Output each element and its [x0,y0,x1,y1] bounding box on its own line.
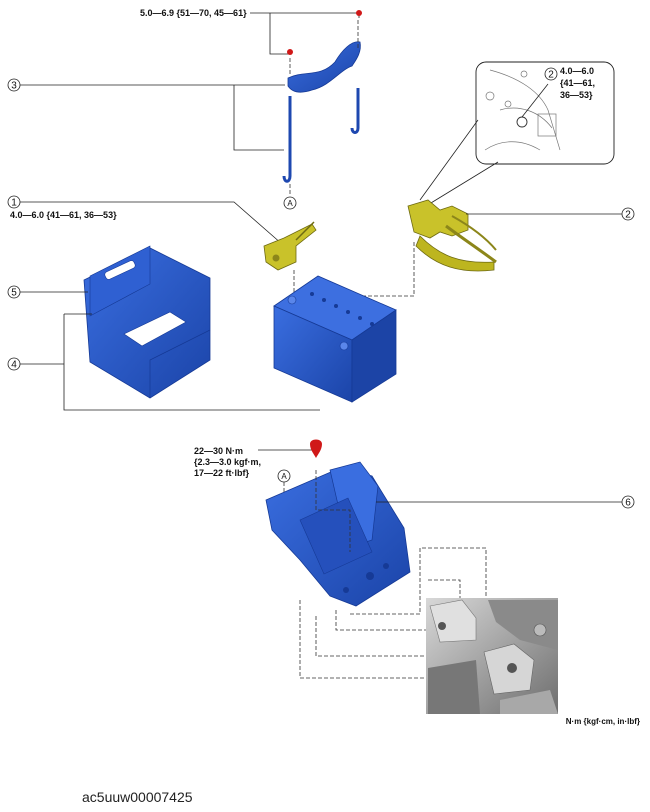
negative-torque-line2: {41—61, [560,78,595,88]
negative-torque-line3: 36—53} [560,90,593,100]
reference-a-upper-circle [283,196,297,210]
torque-marker-red-dot [356,10,362,16]
callout-1-leader [20,201,283,245]
callout-3-leader-branch [233,85,284,151]
tray-torque-line2: {2.3—3.0 kgf·m, [194,457,261,467]
callout-6: 6 [625,498,631,509]
clamp-torque-leader-right [250,12,360,18]
reference-a-upper: A [287,199,293,208]
negative-torque-line1: 4.0—6.0 [560,66,594,76]
callout-2-inset-circle [544,67,558,81]
callout-4: 4 [11,360,17,371]
callout-2-inset: 2 [548,70,554,81]
battery-tray [265,461,411,607]
figure-code: ac5uuw00007425 [82,789,193,805]
clamp-torque-label: 5.0—6.9 {51—70, 45—61} [140,8,247,18]
battery-clamp [282,41,361,183]
callout-4-leader [20,313,320,411]
inset-pointer-lines [419,119,499,207]
tray-torque-line3: 17—22 ft·lbf} [194,468,250,478]
callout-2: 2 [625,210,631,221]
tray-torque-line1: 22—30 N·m [194,446,243,456]
reference-a-lower: A [281,472,287,481]
engine-compartment-image [426,598,558,714]
torque-marker-red-bolt [310,439,322,464]
positive-torque-label: 4.0—6.0 {41—61, 36—53} [10,210,117,220]
callout-3: 3 [11,81,17,92]
callout-5: 5 [11,288,17,299]
negative-terminal-inset [475,61,615,165]
battery [273,275,397,403]
negative-battery-cable [407,199,497,272]
callout-1: 1 [11,198,17,209]
torque-marker-red-dot [287,49,293,55]
positive-battery-terminal [263,221,317,271]
clamp-torque-leader-left [269,13,290,55]
battery-cover-box [83,245,211,399]
unit-note: N·m {kgf·cm, in·lbf} [566,717,640,726]
